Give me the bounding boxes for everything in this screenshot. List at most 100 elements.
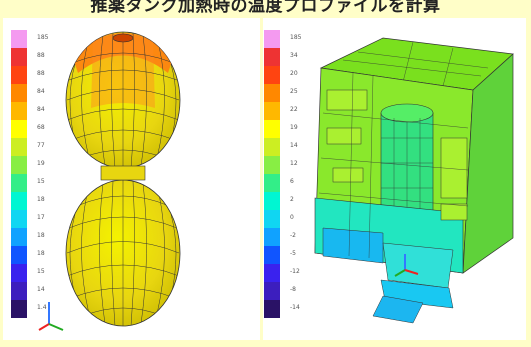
legend-entry: 22 [264, 102, 312, 120]
legend-entry: 18 [11, 228, 59, 246]
legend-entry: 88 [11, 48, 59, 66]
legend-entry: 18 [11, 246, 59, 264]
legend-entry: -14 [264, 300, 312, 318]
legend-label: 84 [37, 106, 45, 113]
legend-entry: 14 [264, 138, 312, 156]
legend-entry: 19 [11, 156, 59, 174]
legend-entry: 0 [264, 210, 312, 228]
legend-swatch [264, 30, 280, 48]
legend-swatch [11, 84, 27, 102]
legend-label: 25 [290, 88, 298, 95]
legend-label: 68 [37, 124, 45, 131]
upper-tank-mesh [66, 32, 180, 168]
legend-entry: 88 [11, 66, 59, 84]
legend-swatch [11, 174, 27, 192]
legend-entry: -2 [264, 228, 312, 246]
page-title: 推薬タンク加熱時の温度プロファイルを計算 [90, 0, 441, 13]
legend-label: 77 [37, 142, 45, 149]
legend-swatch [11, 192, 27, 210]
legend-label: 1.4 [37, 304, 47, 311]
legend-swatch [264, 264, 280, 282]
legend-entry: -8 [264, 282, 312, 300]
legend-swatch [264, 174, 280, 192]
legend-swatch [264, 102, 280, 120]
legend-swatch [11, 228, 27, 246]
legend-label: 2 [290, 196, 294, 203]
legend-label: 14 [37, 286, 45, 293]
legend-swatch [264, 156, 280, 174]
legend-swatch [11, 120, 27, 138]
legend-entry: 84 [11, 102, 59, 120]
legend-entry: 1.4 [11, 300, 59, 318]
legend-entry: 17 [11, 210, 59, 228]
legend-entry: 185 [11, 30, 59, 48]
legend-label: 34 [290, 52, 298, 59]
legend-label: 18 [37, 250, 45, 257]
legend-entry: -5 [264, 246, 312, 264]
legend-label: 0 [290, 214, 294, 221]
legend-entry: 15 [11, 174, 59, 192]
legend-swatch [11, 246, 27, 264]
legend-label: 18 [37, 196, 45, 203]
legend-swatch [264, 66, 280, 84]
legend-swatch [11, 102, 27, 120]
legend-label: 15 [37, 178, 45, 185]
axes-triad-left [38, 302, 64, 331]
legend-swatch [264, 300, 280, 318]
legend-swatch [11, 264, 27, 282]
legend-label: 88 [37, 52, 45, 59]
legend-entry: 6 [264, 174, 312, 192]
legend-label: 17 [37, 214, 45, 221]
legend-entry: 15 [11, 264, 59, 282]
legend-entry: 19 [264, 120, 312, 138]
legend-label: 185 [37, 34, 49, 41]
tank-temperature-panel: 185 88 88 84 84 68 77 19 15 18 17 18 18 15 14 1.4 [3, 18, 260, 340]
legend-entry: 12 [264, 156, 312, 174]
legend-swatch [11, 138, 27, 156]
legend-label: -5 [290, 250, 296, 257]
legend-swatch [264, 192, 280, 210]
legend-label: 19 [37, 160, 45, 167]
legend-swatch [11, 156, 27, 174]
legend-swatch [11, 30, 27, 48]
legend-label: 12 [290, 160, 298, 167]
legend-entry: 68 [11, 120, 59, 138]
spacecraft-structure-render [314, 37, 514, 324]
legend-entry: 14 [11, 282, 59, 300]
legend-swatch [11, 210, 27, 228]
legend-label: 15 [37, 268, 45, 275]
legend-entry: 25 [264, 84, 312, 102]
legend-entry: 20 [264, 66, 312, 84]
legend-label: 6 [290, 178, 294, 185]
legend-entry: 2 [264, 192, 312, 210]
legend-label: -2 [290, 232, 296, 239]
legend-entry: 18 [11, 192, 59, 210]
legend-label: -14 [290, 304, 300, 311]
legend-swatch [11, 66, 27, 84]
legend-label: 14 [290, 142, 298, 149]
legend-swatch [264, 210, 280, 228]
legend-swatch [11, 282, 27, 300]
legend-label: -12 [290, 268, 300, 275]
legend-label: 185 [290, 34, 302, 41]
axes-triad-right [394, 254, 419, 277]
legend-label: 84 [37, 88, 45, 95]
legend-swatch [264, 48, 280, 66]
legend-swatch [264, 282, 280, 300]
lower-tank-mesh [66, 180, 180, 326]
legend-swatch [264, 246, 280, 264]
legend-swatch [11, 300, 27, 318]
legend-swatch [11, 48, 27, 66]
legend-label: -8 [290, 286, 296, 293]
legend-swatch [264, 84, 280, 102]
legend-swatch [264, 138, 280, 156]
legend-swatch [264, 228, 280, 246]
legend-label: 22 [290, 106, 298, 113]
legend-entry: 185 [264, 30, 312, 48]
legend-entry: 84 [11, 84, 59, 102]
legend-swatch [264, 120, 280, 138]
legend-label: 88 [37, 70, 45, 77]
legend-entry: -12 [264, 264, 312, 282]
legend-entry: 77 [11, 138, 59, 156]
